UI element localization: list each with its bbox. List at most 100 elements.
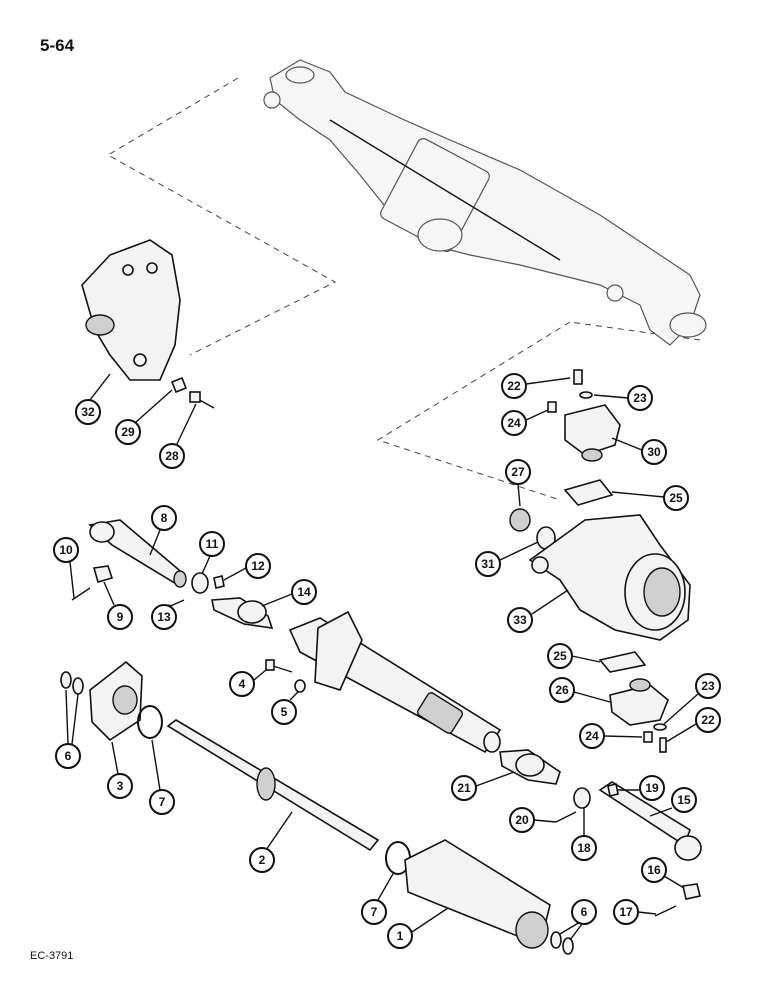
callout-23-upper: 23 — [593, 385, 653, 411]
svg-text:32: 32 — [81, 405, 95, 419]
svg-text:22: 22 — [701, 713, 715, 727]
callout-25-lower: 25 — [547, 643, 601, 669]
svg-text:4: 4 — [239, 677, 246, 691]
callout-22-lower: 22 — [665, 707, 721, 743]
svg-text:12: 12 — [251, 559, 265, 573]
svg-text:5: 5 — [281, 705, 288, 719]
callout-17: 17 — [613, 899, 657, 925]
washer-5 — [294, 679, 306, 693]
callout-26: 26 — [549, 677, 611, 703]
bolt-22-upper — [573, 369, 583, 385]
callout-1: 1 — [387, 907, 449, 949]
o-ring-7-left — [137, 705, 163, 739]
projection-lines — [106, 77, 701, 501]
svg-text:7: 7 — [371, 905, 378, 919]
fitting-24-lower — [643, 731, 653, 743]
svg-text:6: 6 — [65, 749, 72, 763]
svg-text:30: 30 — [647, 445, 661, 459]
callout-8: 8 — [149, 505, 177, 556]
svg-text:31: 31 — [481, 557, 495, 571]
callout-25-upper: 25 — [611, 485, 689, 511]
callout-2: 2 — [249, 811, 293, 873]
figure-code: EC-3791 — [30, 950, 74, 962]
callout-20: 20 — [509, 807, 557, 833]
callout-9: 9 — [103, 581, 133, 630]
cotter-pin-17 — [654, 905, 677, 917]
callout-19: 19 — [618, 775, 665, 801]
callout-27: 27 — [505, 459, 531, 507]
callout-18: 18 — [571, 808, 597, 861]
clamp-11 — [191, 572, 209, 594]
washer-23-upper — [579, 391, 593, 399]
svg-text:13: 13 — [157, 610, 171, 624]
svg-text:23: 23 — [701, 679, 715, 693]
callout-24-upper: 24 — [501, 409, 549, 436]
bolt-28 — [189, 391, 215, 409]
washer-23-lower — [653, 723, 667, 731]
nut-19 — [607, 783, 619, 797]
nut-12 — [213, 575, 225, 589]
svg-text:25: 25 — [669, 491, 683, 505]
svg-text:25: 25 — [553, 649, 567, 663]
callout-33: 33 — [507, 589, 569, 633]
page-number: 5-64 — [40, 36, 75, 55]
front-axle-housing-ghost — [263, 59, 707, 346]
callout-28: 28 — [159, 403, 197, 469]
svg-text:29: 29 — [121, 425, 135, 439]
pivot-cap-30 — [564, 404, 621, 462]
svg-text:18: 18 — [577, 841, 591, 855]
callout-14: 14 — [261, 579, 317, 607]
svg-text:7: 7 — [159, 795, 166, 809]
callout-6-right: 6 — [559, 899, 597, 941]
ball-joint-14 — [211, 597, 274, 629]
callout-11: 11 — [199, 531, 225, 575]
tie-rod-end-8 — [88, 519, 187, 588]
svg-text:17: 17 — [619, 905, 633, 919]
ball-joint-21 — [499, 749, 561, 785]
svg-text:26: 26 — [555, 683, 569, 697]
flange-3 — [89, 660, 143, 742]
fitting-24-upper — [547, 401, 557, 413]
callout-23-lower: 23 — [663, 673, 721, 725]
svg-text:16: 16 — [647, 863, 661, 877]
snap-rings-6-left — [60, 671, 84, 695]
piston-rod-2 — [166, 719, 380, 852]
callout-31: 31 — [475, 541, 539, 577]
callout-21: 21 — [451, 771, 515, 801]
callout-29: 29 — [115, 389, 173, 445]
svg-text:1: 1 — [397, 929, 404, 943]
svg-text:23: 23 — [633, 391, 647, 405]
cotter-pin-10 — [71, 587, 91, 601]
callout-7-left: 7 — [149, 739, 175, 815]
svg-text:6: 6 — [581, 905, 588, 919]
cylinder-barrel-1 — [404, 839, 551, 949]
nut-9 — [92, 565, 114, 583]
svg-text:22: 22 — [507, 379, 521, 393]
snap-rings-6-right — [550, 931, 574, 955]
svg-text:2: 2 — [259, 853, 266, 867]
svg-text:11: 11 — [206, 537, 219, 551]
bolt-22-lower — [659, 737, 667, 753]
callout-4: 4 — [229, 669, 267, 697]
clamp-18 — [573, 787, 591, 809]
svg-text:27: 27 — [511, 465, 525, 479]
nut-16 — [682, 883, 701, 900]
svg-text:19: 19 — [645, 781, 659, 795]
callout-6-left: 6 — [55, 689, 81, 769]
svg-text:24: 24 — [507, 416, 521, 430]
svg-text:33: 33 — [513, 613, 527, 627]
callout-15: 15 — [649, 787, 697, 817]
svg-text:15: 15 — [677, 793, 691, 807]
steering-cylinder — [288, 610, 502, 754]
svg-text:28: 28 — [165, 449, 179, 463]
shim-25-lower — [598, 651, 647, 673]
callout-12: 12 — [223, 553, 271, 581]
svg-text:9: 9 — [117, 610, 124, 624]
svg-text:3: 3 — [117, 779, 124, 793]
steering-knuckle-33 — [528, 514, 691, 641]
callout-7-right: 7 — [361, 871, 395, 925]
callout-30: 30 — [611, 437, 667, 465]
knuckle-bracket-32 — [81, 239, 181, 381]
bolt-4 — [265, 659, 293, 673]
